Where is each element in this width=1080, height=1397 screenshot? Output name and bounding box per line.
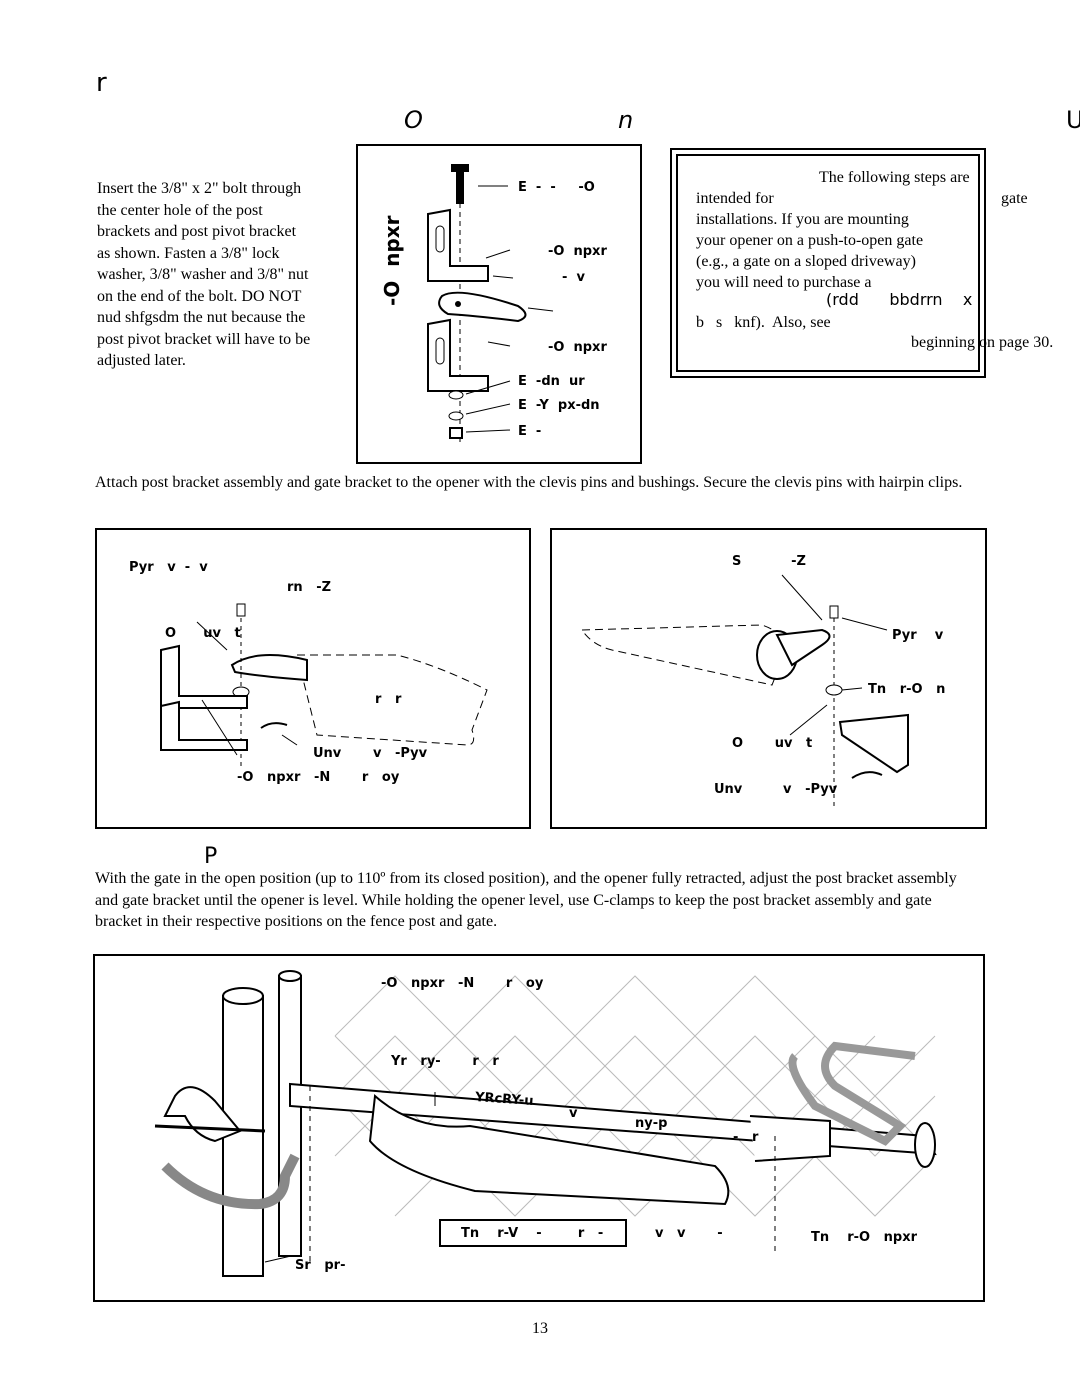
fig1-label: E -	[518, 424, 542, 439]
fig4-label: Yr ry- r r	[391, 1054, 499, 1069]
note-line: b s knf). Also, see	[696, 314, 831, 331]
step1-line: the center hole of the post	[97, 201, 263, 219]
step1-line: as shown. Fasten a 3/8" lock	[97, 244, 280, 262]
fig3-label: Tn r-O n	[868, 682, 946, 697]
fig4-label: ny-p	[635, 1116, 668, 1131]
step1-instructions: Insert the 3/8" x 2" bolt through the ce…	[97, 178, 347, 372]
step1-line: Insert the 3/8" x 2" bolt through	[97, 180, 302, 197]
step1-line: nud shfgsdm the nut because the	[97, 309, 306, 326]
note-box-inner	[676, 154, 980, 372]
clamped-opener-drawing	[154, 970, 937, 1277]
fig3-label: O uv t	[732, 736, 813, 751]
gate-bracket-drawing	[581, 574, 909, 810]
note-line: your opener on a push-to-open gate	[696, 232, 924, 249]
fig1-label: E -dn ur	[518, 374, 585, 389]
note-line: installations. If you are mounting	[696, 211, 909, 228]
fig4-label: Tn r-O npxr	[811, 1230, 918, 1245]
fig3-label: Pyr v	[892, 628, 944, 643]
heading-fragment-mid: n	[618, 106, 634, 134]
figure-gate-bracket: S -Z Pyr v Tn r-O n O uv t Unv v -Pyv	[550, 528, 987, 829]
heading-fragment-left: O	[404, 106, 423, 134]
figure-bracket-stack: -O npxr E - - -O -O npxr - v -O npxr E -…	[356, 144, 642, 464]
fig3-label: S -Z	[732, 554, 806, 569]
fig4-label: -O npxr -N r oy	[381, 976, 544, 991]
fig1-label: - v	[562, 270, 585, 285]
fig2-label: Pyr v - v	[129, 560, 208, 575]
post-assembly-drawing	[160, 603, 488, 770]
note-line: The following steps are	[819, 169, 970, 186]
note-line: you will need to purchase a	[696, 274, 872, 291]
fig1-label: E - - -O	[518, 180, 595, 195]
fig1-label: -O npxr	[548, 244, 607, 259]
fig1-side-label: -O npxr	[380, 215, 404, 306]
step2-text: Attach post bracket assembly and gate br…	[95, 474, 963, 491]
fig4-label: Tn r-V - r -	[461, 1226, 604, 1241]
figure-clamped-opener: -O npxr -N r oy Yr ry- r r YRcRY-u v ny-…	[93, 954, 985, 1302]
step1-line: washer, 3/8" washer and 3/8" nut	[97, 266, 309, 283]
fig2-label: Unv v -Pyv	[313, 746, 428, 761]
step1-line: brackets and post pivot bracket	[97, 223, 297, 240]
fig4-label: v v -	[655, 1226, 723, 1241]
fig2-label: -O npxr -N r oy	[237, 770, 400, 785]
fig4-label: - r	[733, 1130, 759, 1145]
fig4-label: Sr pr-	[295, 1258, 346, 1273]
note-line: beginning on page 30.	[911, 334, 1054, 351]
fig2-label: r r	[375, 692, 402, 707]
step1-line: post pivot bracket will have to be	[97, 330, 311, 348]
corner-glyph: r	[96, 68, 107, 98]
fig1-label: -O npxr	[548, 340, 607, 355]
note-line: (e.g., a gate on a sloped driveway)	[696, 253, 916, 270]
note-line: intended for	[696, 190, 774, 207]
step3-text: With the gate in the open position (up t…	[95, 870, 957, 930]
step1-line: adjusted later.	[97, 352, 186, 369]
fig4-label: v	[569, 1106, 578, 1121]
bracket-stack-drawing	[427, 164, 554, 446]
note-box	[670, 148, 986, 378]
fig1-label: E -Y px-dn	[518, 398, 600, 413]
fig3-label: Unv v -Pyv	[714, 782, 838, 797]
step1-line: on the end of the bolt. DO NOT	[97, 287, 302, 305]
page-number: 13	[532, 1320, 548, 1337]
step3-glyph: P	[204, 844, 218, 869]
heading-fragment-right: U	[1066, 106, 1080, 134]
fig2-label: O uv t	[165, 626, 241, 641]
figure-post-assembly: Pyr v - v rn -Z O uv t r r Unv v -Pyv -O…	[95, 528, 531, 829]
note-line: (rdd bbdrrn x	[826, 290, 973, 309]
note-line: gate	[1001, 190, 1028, 207]
fig2-label: rn -Z	[287, 580, 332, 595]
